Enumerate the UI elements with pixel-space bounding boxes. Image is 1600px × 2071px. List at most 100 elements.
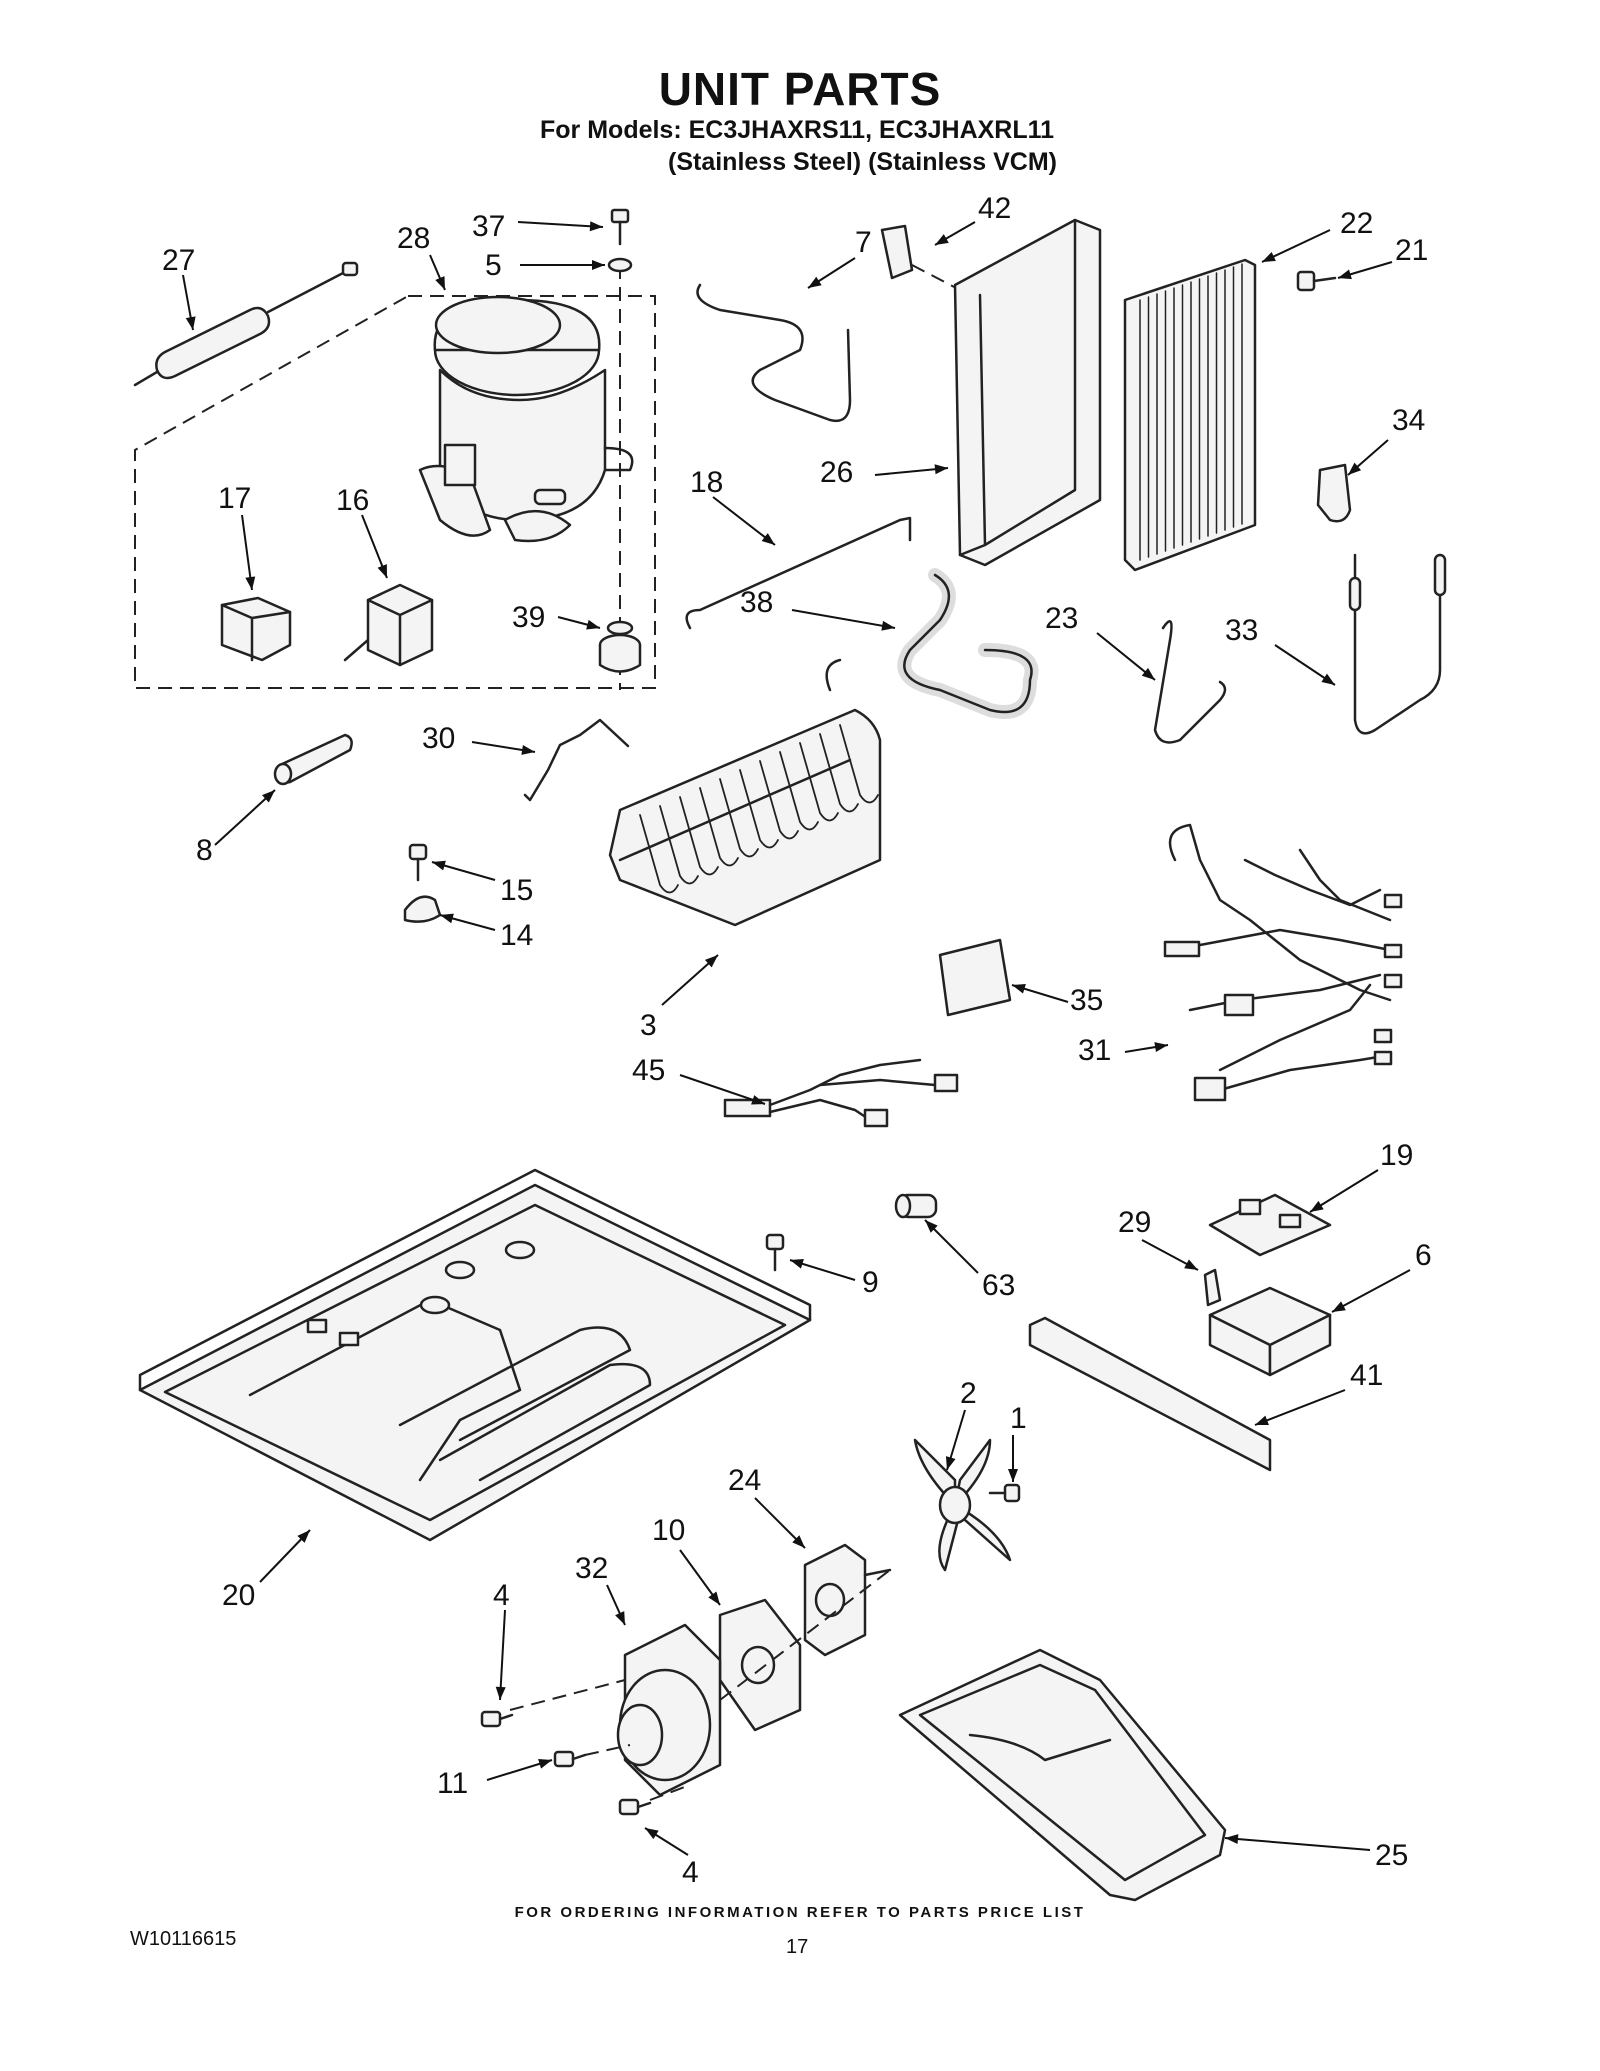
- evaporator-coil-loop: [759, 760, 799, 840]
- callout-42: 42: [978, 192, 1011, 225]
- callout-20: 20: [222, 1579, 255, 1612]
- leader-line: [499, 1609, 506, 1701]
- part-11-screw: [553, 1750, 587, 1768]
- evaporator-coil-loop: [699, 787, 739, 867]
- callout-1: 1: [1010, 1402, 1027, 1435]
- callout-18: 18: [690, 466, 723, 499]
- leader-arrowhead: [440, 913, 454, 924]
- leader-arrowhead: [245, 576, 256, 590]
- callout-26: 26: [820, 456, 853, 489]
- part-31-wire-harness: [1163, 823, 1403, 1102]
- callout-34: 34: [1392, 404, 1425, 437]
- leader-line: [1309, 1169, 1379, 1213]
- callout-4-bottom: 4: [682, 1856, 699, 1889]
- part-18-wire: [685, 516, 912, 630]
- leader-arrowhead: [1262, 251, 1276, 262]
- callout-9: 9: [862, 1266, 879, 1299]
- part-8-tube: [273, 733, 353, 786]
- compressor-group-outline: [134, 295, 656, 689]
- callout-4-top: 4: [493, 1579, 510, 1612]
- evaporator-coil-loop: [679, 796, 719, 876]
- part-4-screw-b: [618, 1798, 652, 1816]
- ordering-note: FOR ORDERING INFORMATION REFER TO PARTS …: [514, 1904, 1086, 1921]
- part-19-control-board: [1208, 1193, 1332, 1257]
- leader-arrowhead: [1255, 1415, 1269, 1425]
- callout-5: 5: [485, 249, 502, 282]
- leader-line: [791, 609, 896, 629]
- evaporator-coil-loop: [639, 814, 679, 894]
- callout-30: 30: [422, 722, 455, 755]
- leader-arrowhead: [592, 260, 605, 270]
- part-22-condenser: [1123, 258, 1257, 572]
- leader-line: [712, 496, 776, 546]
- leader-arrowhead: [586, 619, 600, 630]
- part-23-hook: [1153, 620, 1227, 744]
- part-21-screw: [1296, 270, 1337, 292]
- document-number: W10116615: [130, 1928, 237, 1950]
- callout-41: 41: [1350, 1359, 1383, 1392]
- leader-arrowhead: [262, 790, 275, 803]
- part-4-screw-a: [480, 1710, 514, 1728]
- evaporator-coil-loop: [819, 733, 859, 813]
- callout-38: 38: [740, 586, 773, 619]
- evaporator-coil-loop: [719, 778, 759, 858]
- leader-arrowhead: [751, 1095, 765, 1105]
- part-9-screw: [765, 1233, 785, 1272]
- callout-8: 8: [196, 834, 213, 867]
- leader-arrowhead: [645, 1828, 659, 1840]
- evaporator-coil-loop: [659, 805, 699, 885]
- callout-22: 22: [1340, 207, 1373, 240]
- callout-32: 32: [575, 1552, 608, 1585]
- part-30-wire: [523, 718, 630, 802]
- part-45-wire-harness: [723, 1058, 959, 1128]
- callout-31: 31: [1078, 1034, 1111, 1067]
- callout-63: 63: [982, 1269, 1015, 1302]
- part-35-pad: [938, 938, 1012, 1017]
- leader-arrowhead: [521, 745, 535, 755]
- page-number: 17: [786, 1936, 809, 1958]
- part-32-fan-shroud: [616, 1623, 722, 1797]
- leader-line: [1224, 1837, 1371, 1851]
- part-39-grommet: [598, 620, 642, 673]
- leader-arrowhead: [935, 234, 949, 245]
- leader-arrowhead: [1225, 1834, 1239, 1845]
- callout-23: 23: [1045, 602, 1078, 635]
- part-6-control-cover: [1208, 1286, 1332, 1377]
- leader-arrowhead: [945, 1456, 956, 1470]
- callout-45: 45: [632, 1054, 665, 1087]
- leader-arrowhead: [790, 1259, 804, 1269]
- callout-2: 2: [960, 1377, 977, 1410]
- part-1-screw: [988, 1483, 1021, 1503]
- leader-arrowhead: [934, 464, 948, 475]
- part-37-screw: [610, 208, 630, 246]
- callout-21: 21: [1395, 234, 1428, 267]
- leader-arrowhead: [1008, 1469, 1018, 1482]
- part-25-drain-pan: [898, 1648, 1227, 1902]
- callout-16: 16: [336, 484, 369, 517]
- callout-10: 10: [652, 1514, 685, 1547]
- leader-arrowhead: [1332, 1301, 1346, 1312]
- leader-line: [679, 1074, 766, 1105]
- leader-arrowhead: [185, 316, 196, 330]
- leader-line: [1331, 1269, 1411, 1313]
- leader-arrowhead: [708, 1591, 720, 1605]
- leader-line: [214, 789, 276, 846]
- part-15-screw: [408, 843, 428, 882]
- leader-arrowhead: [925, 1220, 938, 1233]
- leader-arrowhead: [589, 221, 603, 232]
- leader-arrowhead: [435, 276, 445, 290]
- leader-arrowhead: [615, 1611, 625, 1625]
- part-42-clip: [880, 224, 914, 280]
- evaporator-coil-loop: [739, 769, 779, 849]
- part-38-hose-outline: [903, 573, 1033, 714]
- leader-arrowhead: [495, 1686, 506, 1700]
- part-33-fitting-b: [1433, 553, 1447, 597]
- leader-arrowhead: [538, 1759, 552, 1769]
- models-line: For Models: EC3JHAXRS11, EC3JHAXRL11: [540, 116, 1055, 144]
- callout-37: 37: [472, 210, 505, 243]
- callout-labels: 27 28 37 5 7 42 22 21 17 16 39 18 26 34 …: [162, 192, 1432, 1889]
- part-33-heater-tube: [1353, 553, 1442, 735]
- callout-3: 3: [640, 1009, 657, 1042]
- callout-33: 33: [1225, 614, 1258, 647]
